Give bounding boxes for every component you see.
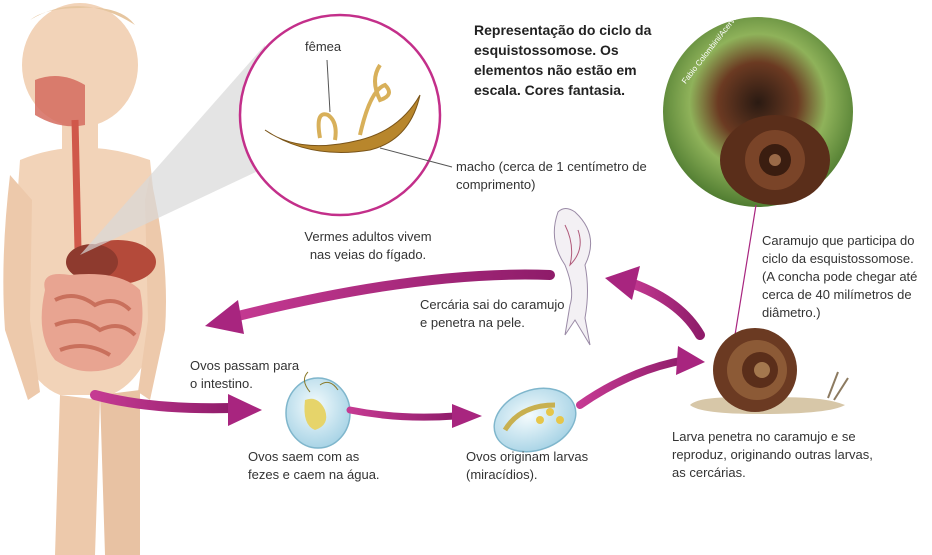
zoom-cone <box>80 45 265 255</box>
egg-with-larvae <box>493 387 577 453</box>
label-eggs-out: Ovos saem com as fezes e caem na água. <box>248 449 380 482</box>
label-cercaria: Cercária sai do caramujo e penetra na pe… <box>420 297 565 330</box>
child-body-illustration <box>3 3 166 555</box>
label-female: fêmea <box>305 39 342 54</box>
diagram-title: Representação do ciclo da esquistossomos… <box>474 22 652 98</box>
label-larva-snail: Larva penetra no caramujo e se reproduz,… <box>672 429 873 480</box>
label-eggs-larvae: Ovos originam larvas (miracídios). <box>466 449 589 482</box>
label-eggs-intestine: Ovos passam para o intestino. <box>190 358 300 391</box>
cercaria-illustration <box>553 208 592 346</box>
worm-zoom-circle <box>238 13 453 217</box>
snail-illustration <box>690 328 849 414</box>
label-adult-worms: Vermes adultos vivem nas veias do fígado… <box>304 229 432 262</box>
egg-with-miracidium <box>285 371 351 449</box>
snail-photo <box>663 17 853 336</box>
arrow-heads <box>205 266 705 428</box>
label-male: macho (cerca de 1 centímetro de comprime… <box>456 159 647 192</box>
cycle-arrows <box>90 269 705 421</box>
label-snail-photo: Caramujo que participa do ciclo da esqui… <box>762 233 918 320</box>
